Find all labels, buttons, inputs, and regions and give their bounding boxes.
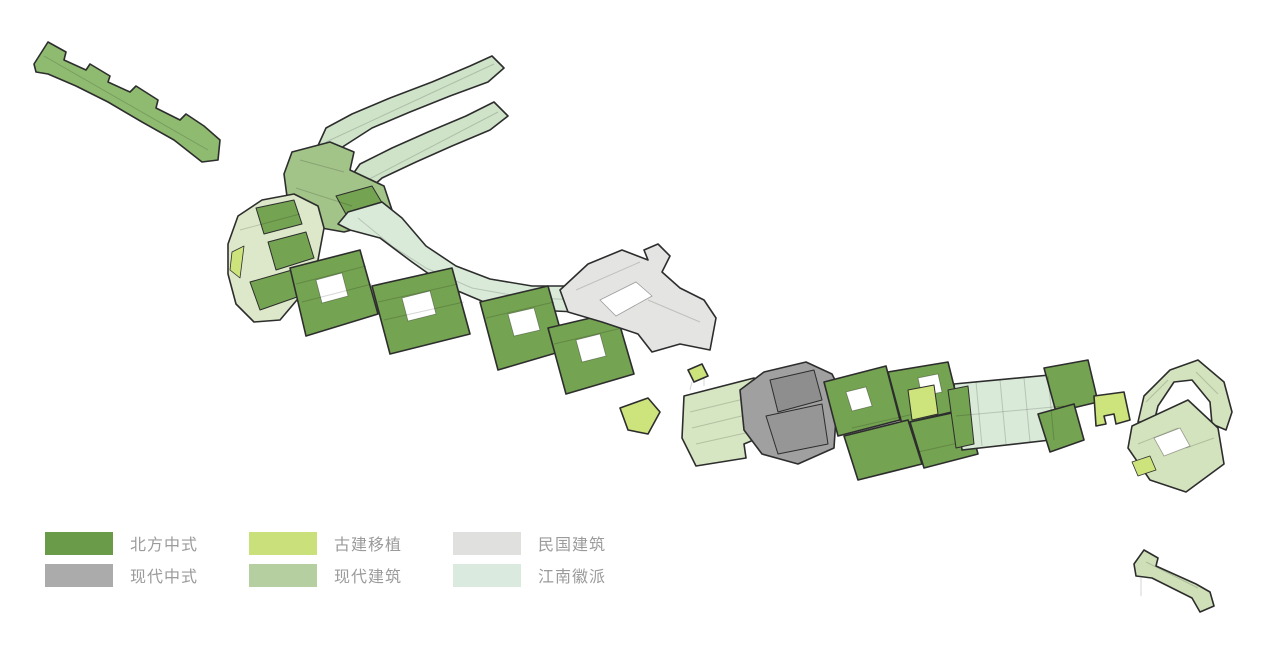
legend-item-ancient-transplant: 古建移植	[249, 531, 453, 555]
legend-item-modern-architecture: 现代建筑	[249, 563, 453, 587]
cluster-courtyard-block-1	[289, 249, 379, 337]
legend-swatch	[249, 563, 317, 587]
legend-item-modern-chinese: 现代中式	[45, 563, 249, 587]
cluster-northwest-ribbon	[33, 41, 221, 163]
legend-swatch	[453, 563, 521, 587]
legend-swatch	[453, 531, 521, 555]
legend-item-north-chinese: 北方中式	[45, 531, 249, 555]
cluster-southeast-footbridge	[1133, 549, 1215, 613]
cluster-northeast-hook	[1127, 359, 1233, 493]
legend-swatch	[249, 531, 317, 555]
legend-label: 现代建筑	[334, 569, 403, 586]
legend-label: 古建移植	[334, 537, 403, 554]
legend-item-republic-era: 民国建筑	[453, 531, 657, 555]
cluster-republic-block	[559, 243, 717, 353]
legend: 北方中式 现代中式 古建移植 现代建筑 民国建筑 江南徽派	[45, 527, 657, 591]
legend-label: 北方中式	[130, 537, 199, 554]
cluster-hui-terrace-east	[947, 359, 1099, 453]
cluster-upper-terrace-row	[315, 55, 505, 161]
legend-label: 现代中式	[130, 569, 199, 586]
cluster-modern-chinese-block	[739, 361, 839, 465]
legend-swatch	[45, 531, 113, 555]
cluster-relic-pavilion-south	[619, 397, 661, 435]
legend-item-jiangnan-hui: 江南徽派	[453, 563, 657, 587]
cluster-courtyard-block-4	[547, 311, 635, 395]
cluster-relic-pavilion-east	[1093, 391, 1131, 427]
cluster-courtyard-block-2	[371, 267, 471, 355]
legend-label: 民国建筑	[538, 537, 607, 554]
legend-swatch	[45, 563, 113, 587]
cluster-relic-patch-east	[907, 384, 939, 421]
cluster-relic-bridge	[687, 363, 709, 391]
legend-label: 江南徽派	[538, 569, 607, 586]
